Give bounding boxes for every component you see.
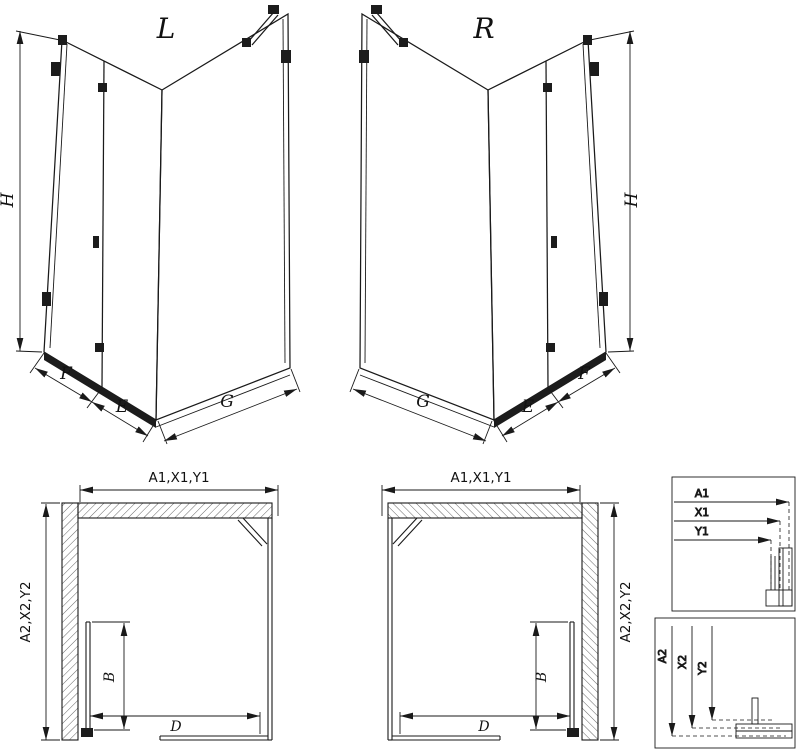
- front-width-dim-label: E: [521, 397, 535, 417]
- iso-view-left: L H F E G: [0, 5, 301, 445]
- support-bar-plan: [237, 517, 268, 547]
- dimension-b-lines: [92, 621, 130, 731]
- detail-box: [654, 617, 796, 749]
- wall-side: [61, 502, 79, 741]
- detail-x1-label: X1: [695, 506, 710, 519]
- plan-view-left: A1,X1,Y1 A2,X2,Y2 B D: [18, 470, 279, 741]
- support-bar: [242, 5, 279, 47]
- dimension-side-lines: [157, 368, 301, 445]
- plan-depth-dims-label: A2,X2,Y2: [18, 581, 34, 642]
- side-glass-panel: [155, 12, 291, 421]
- door-handle: [93, 236, 99, 248]
- plan-depth-dims-label: A2,X2,Y2: [618, 581, 634, 642]
- height-dim-label: H: [622, 191, 642, 208]
- detail-y1-label: Y1: [694, 525, 709, 538]
- detail-y2-label: Y2: [696, 661, 709, 676]
- height-dim-label: H: [0, 191, 18, 208]
- wall-top: [77, 502, 273, 519]
- floor-profile-section: [735, 697, 793, 739]
- entry-width-dim-label: D: [169, 719, 181, 735]
- shower-tray-edge: [44, 352, 291, 428]
- view-label-left: L: [156, 12, 176, 45]
- entry-width-dim-label: D: [477, 719, 489, 735]
- detail-a2-label: A2: [656, 649, 669, 664]
- plan-width-dims-label: A1,X1,Y1: [450, 470, 511, 486]
- plan-width-dims-label: A1,X1,Y1: [148, 470, 209, 486]
- door-projection-dim-label: B: [102, 672, 118, 683]
- plan-view-right: A1,X1,Y1 A2,X2,Y2 B D: [382, 470, 634, 740]
- detail-x2-label: X2: [676, 655, 689, 670]
- glass-front-panel-plan: [159, 735, 268, 741]
- dimension-a1-lines: [79, 485, 279, 516]
- dimension-a2-lines: [41, 502, 60, 741]
- iso-view-right: R H F E G: [350, 5, 642, 444]
- detail-box: [671, 476, 796, 612]
- dimension-front-lines: [29, 352, 157, 443]
- door-hinge: [42, 35, 67, 306]
- detail-a1-label: A1: [695, 487, 710, 500]
- detail-width-dims: A1 X1 Y1: [671, 476, 796, 612]
- door-projection-dim-label: B: [534, 672, 550, 683]
- door-width-dim-label: F: [59, 364, 73, 384]
- glass-side-panel-plan: [267, 518, 273, 741]
- side-width-dim-label: G: [220, 392, 234, 412]
- detail-depth-dims: A2 X2 Y2: [654, 617, 796, 749]
- door-width-dim-label: F: [577, 364, 591, 384]
- dimension-height-lines: [15, 30, 61, 353]
- door-open-plan: [81, 621, 93, 737]
- side-width-dim-label: G: [416, 392, 430, 412]
- wall-profile-section: [765, 547, 793, 607]
- wall-bracket: [281, 50, 291, 63]
- panel-clamp: [95, 83, 107, 352]
- front-width-dim-label: E: [115, 397, 129, 417]
- view-label-right: R: [472, 12, 494, 45]
- dimension-d-lines: [90, 712, 261, 734]
